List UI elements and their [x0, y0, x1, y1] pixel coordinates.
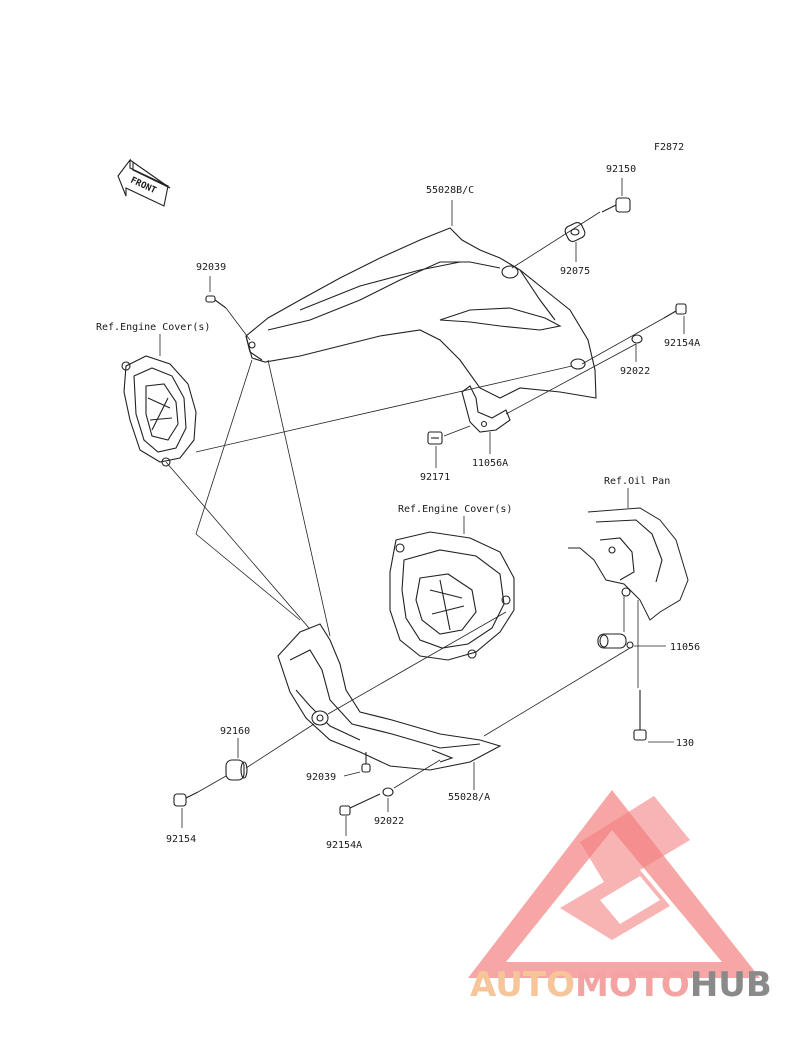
bracket-upper [461, 385, 511, 433]
watermark-auto: AUTO [470, 965, 575, 1005]
label-grommet-upper: 92075 [560, 266, 590, 277]
label-nut-clip: 92171 [420, 472, 450, 483]
bolt-lower [173, 791, 199, 807]
label-bolt-small-lower: 92154A [326, 840, 362, 851]
label-ref-engine-cover-left: Ref.Engine Cover(s) [96, 322, 210, 333]
oil-pan [568, 507, 689, 688]
label-bolt-upper-right: 92150 [606, 164, 636, 175]
nut-clip [427, 431, 443, 445]
grommet-lower [225, 759, 248, 781]
bracket-lower [597, 633, 634, 649]
label-bracket-upper: 11056A [472, 458, 508, 469]
engine-cover-left [121, 355, 197, 467]
upper-cowl [245, 227, 597, 399]
bolt-small-right [663, 303, 687, 319]
engine-cover-center [389, 531, 515, 661]
label-bolt-130: 130 [676, 738, 694, 749]
grommet-upper [564, 222, 586, 242]
bolt-small-lower [339, 793, 381, 816]
label-cowl-lower: 55028/A [448, 792, 490, 803]
label-bracket-lower: 11056 [670, 642, 700, 653]
lower-cowl [277, 623, 502, 771]
label-ref-oil-pan: Ref.Oil Pan [604, 476, 670, 487]
front-arrow-icon: FRONT [117, 158, 171, 207]
label-washer-right: 92022 [620, 366, 650, 377]
bolt-130 [633, 690, 647, 741]
label-grommet-lower: 92160 [220, 726, 250, 737]
watermark-text: AUTOMOTOHUB [470, 965, 772, 1005]
label-washer-lower: 92022 [374, 816, 404, 827]
screw-lower [361, 752, 371, 773]
label-screw-upper-left: 92039 [196, 262, 226, 273]
label-cowl-upper: 55028B/C [426, 185, 474, 196]
watermark-moto: MOTO [575, 965, 690, 1005]
watermark-hub: HUB [690, 965, 772, 1005]
figure-code: F2872 [654, 142, 684, 153]
washer-lower [382, 787, 394, 797]
label-bolt-small-right: 92154A [664, 338, 700, 349]
screw-upper-left [205, 295, 227, 309]
label-bolt-lower: 92154 [166, 834, 196, 845]
washer-right [631, 334, 643, 344]
label-screw-lower: 92039 [306, 772, 336, 783]
bolt-upper-right [601, 197, 631, 213]
label-ref-engine-cover-center: Ref.Engine Cover(s) [398, 504, 512, 515]
automotohub-logo [468, 790, 760, 978]
